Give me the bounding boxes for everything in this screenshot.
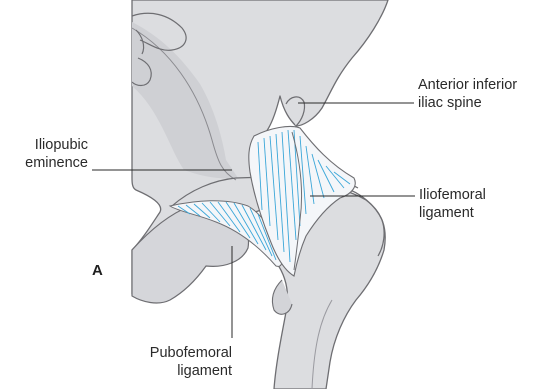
label-anterior-inferior-iliac-spine-line1: Anterior inferior (418, 76, 517, 94)
label-iliofemoral-ligament: Iliofemoral ligament (419, 186, 486, 222)
label-pubofemoral-ligament: Pubofemoral ligament (128, 344, 232, 380)
label-pubofemoral-ligament-line1: Pubofemoral (128, 344, 232, 362)
label-anterior-inferior-iliac-spine: Anterior inferior iliac spine (418, 76, 517, 112)
label-iliofemoral-ligament-line2: ligament (419, 204, 486, 222)
label-anterior-inferior-iliac-spine-line2: iliac spine (418, 94, 517, 112)
label-pubofemoral-ligament-line2: ligament (128, 362, 232, 380)
label-iliopubic-eminence-line1: Iliopubic (4, 136, 88, 154)
label-iliopubic-eminence-line2: eminence (4, 154, 88, 172)
panel-letter: A (92, 262, 103, 279)
label-iliopubic-eminence: Iliopubic eminence (4, 136, 88, 172)
label-iliofemoral-ligament-line1: Iliofemoral (419, 186, 486, 204)
